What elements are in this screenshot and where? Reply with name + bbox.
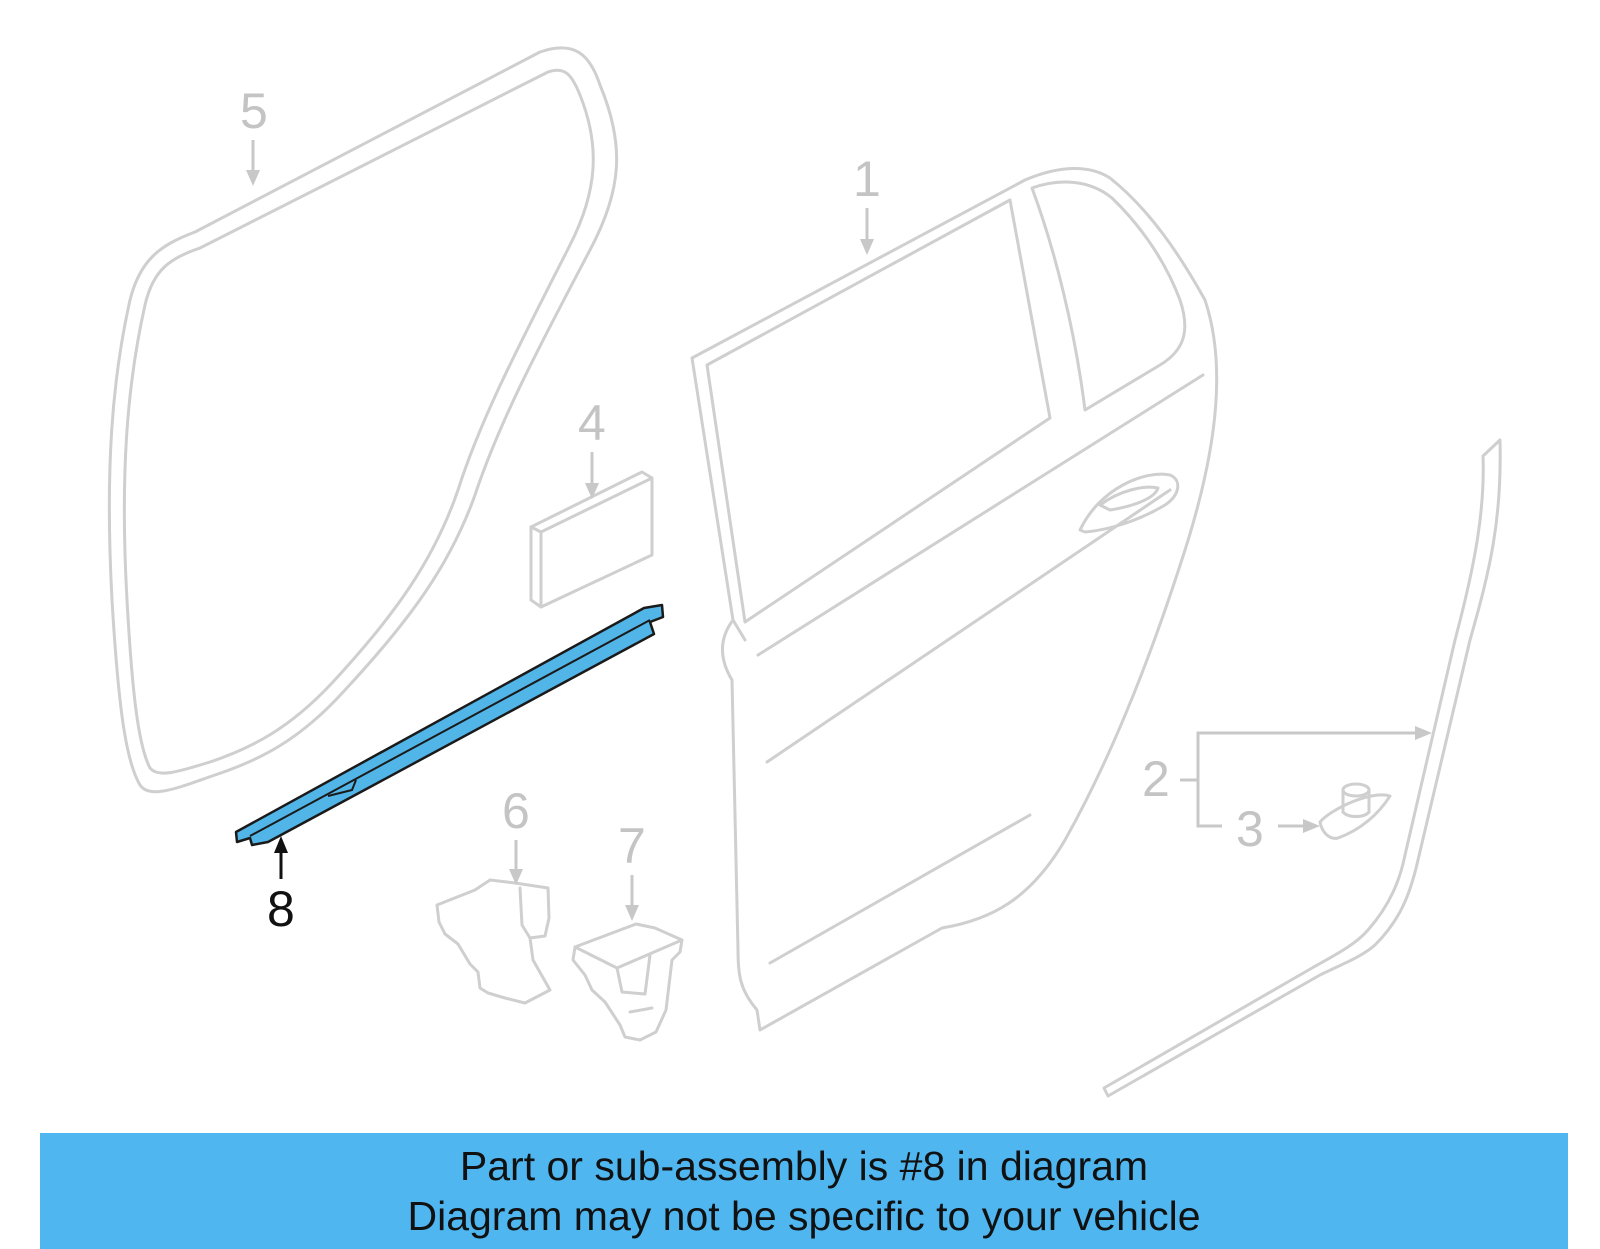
part-8-belt-molding [234, 603, 665, 847]
callout-label-7: 7 [618, 818, 646, 874]
part-2-body-seal [1102, 438, 1502, 1098]
part-7-stopper [571, 922, 684, 1042]
callout-label-3: 3 [1236, 801, 1264, 857]
notice-line-disclaimer: Diagram may not be specific to your vehi… [407, 1193, 1201, 1239]
callout-label-2: 2 [1142, 751, 1170, 807]
callout-label-1: 1 [853, 151, 881, 207]
callout-label-8: 8 [267, 881, 295, 937]
part-5-door-seal [107, 46, 619, 794]
callout-8-leader [274, 836, 288, 879]
part-4-pad [529, 470, 654, 609]
notice-banner: Part or sub-assembly is #8 in diagram Di… [40, 1133, 1568, 1249]
part-3-clip [1318, 782, 1392, 840]
callout-leaders [246, 140, 1432, 921]
part-1-door [690, 167, 1219, 1032]
part-6-bracket [435, 878, 552, 1005]
callout-label-5: 5 [240, 83, 268, 139]
notice-line-part-number: Part or sub-assembly is #8 in diagram [459, 1143, 1149, 1189]
callout-label-4: 4 [578, 395, 606, 451]
callout-label-6: 6 [502, 783, 530, 839]
